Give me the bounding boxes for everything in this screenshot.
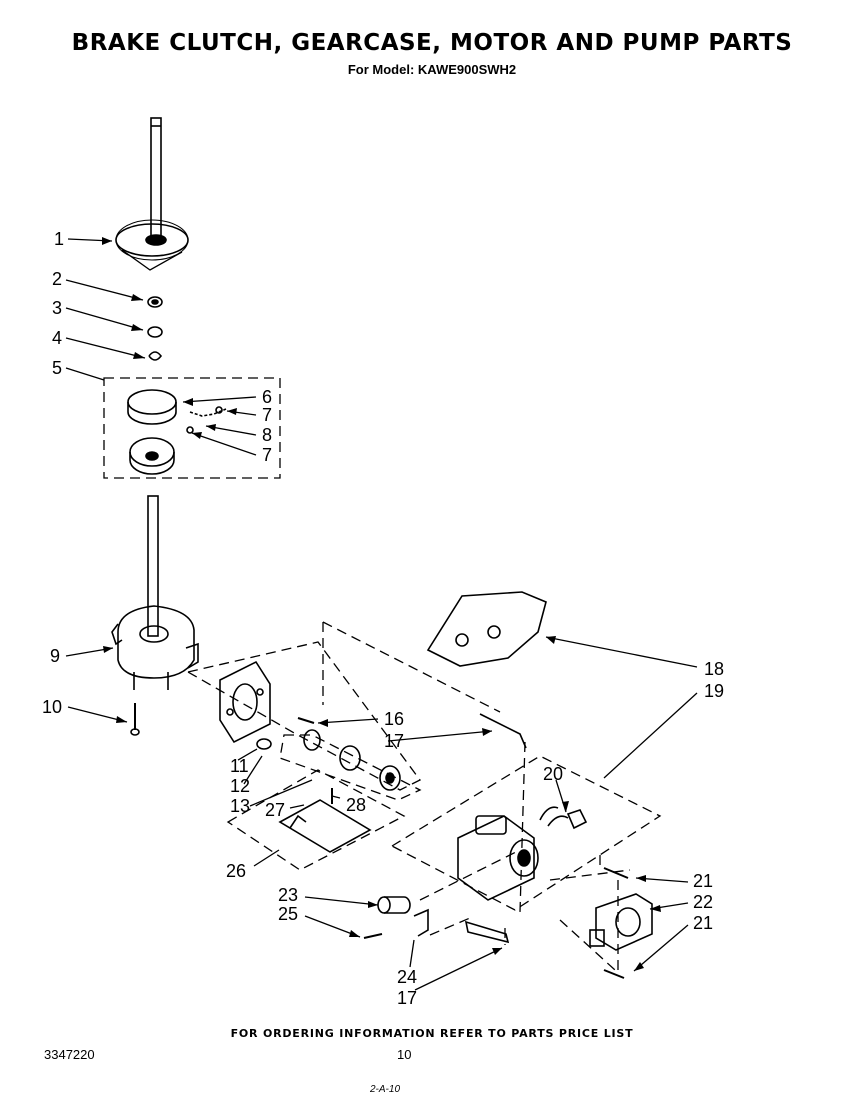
pump-bracket bbox=[278, 788, 372, 853]
callout-27: 27 bbox=[265, 800, 286, 820]
motor-part bbox=[457, 806, 569, 901]
callout-10: 10 bbox=[42, 697, 63, 717]
brake-assembly-part bbox=[115, 117, 189, 271]
screw-10 bbox=[130, 703, 140, 736]
callout-9: 9 bbox=[50, 646, 61, 666]
callout-11: 11 bbox=[230, 756, 249, 776]
callout-5: 5 bbox=[52, 358, 63, 378]
leader-lines bbox=[65, 238, 698, 991]
callout-20: 20 bbox=[543, 764, 564, 784]
clips-21 bbox=[603, 867, 629, 979]
revision-code: 2-A-10 bbox=[370, 1084, 401, 1095]
arrowheads bbox=[102, 237, 661, 971]
drive-gears bbox=[303, 729, 401, 791]
callout-17-upper: 17 bbox=[384, 731, 405, 751]
callout-4: 4 bbox=[52, 328, 63, 348]
page-number: 10 bbox=[397, 1047, 412, 1062]
callout-28: 28 bbox=[346, 795, 367, 815]
gearcase-part bbox=[111, 495, 199, 690]
callout-21-lower: 21 bbox=[693, 913, 714, 933]
screw-16 bbox=[297, 717, 315, 724]
document-number: 3347220 bbox=[44, 1047, 95, 1062]
callout-2: 2 bbox=[52, 269, 63, 289]
capacitor-and-bracket bbox=[363, 896, 429, 939]
callout-3: 3 bbox=[52, 298, 63, 318]
callout-24: 24 bbox=[397, 967, 418, 987]
callout-19: 19 bbox=[704, 681, 725, 701]
callout-23: 23 bbox=[278, 885, 299, 905]
nut-11 bbox=[256, 738, 272, 750]
callout-26: 26 bbox=[226, 861, 247, 881]
dashed-groups bbox=[103, 377, 662, 971]
page-title: BRAKE CLUTCH, GEARCASE, MOTOR AND PUMP P… bbox=[71, 30, 793, 56]
clutch-part bbox=[129, 437, 175, 475]
callout-25: 25 bbox=[278, 904, 299, 924]
ordering-note: FOR ORDERING INFORMATION REFER TO PARTS … bbox=[230, 1027, 634, 1040]
pump-part-22 bbox=[589, 893, 653, 951]
clip-20 bbox=[566, 809, 588, 830]
callout-16: 16 bbox=[384, 709, 405, 729]
callout-7-upper: 7 bbox=[262, 405, 273, 425]
callout-7-lower: 7 bbox=[262, 445, 273, 465]
callout-18: 18 bbox=[704, 659, 725, 679]
callout-6: 6 bbox=[262, 387, 273, 407]
callout-1: 1 bbox=[54, 229, 65, 249]
shield-part-18 bbox=[426, 591, 547, 667]
model-subtitle: For Model: KAWE900SWH2 bbox=[347, 62, 517, 77]
strap-17 bbox=[464, 713, 527, 944]
brake-band-and-spring bbox=[127, 389, 227, 434]
callout-22: 22 bbox=[693, 892, 714, 912]
callout-12: 12 bbox=[230, 776, 251, 796]
callout-17-lower: 17 bbox=[397, 988, 418, 1008]
callout-13: 13 bbox=[230, 796, 251, 816]
callout-21-upper: 21 bbox=[693, 871, 714, 891]
washers-and-clip bbox=[147, 296, 163, 361]
callout-8: 8 bbox=[262, 425, 273, 445]
mounting-plate bbox=[219, 660, 271, 744]
